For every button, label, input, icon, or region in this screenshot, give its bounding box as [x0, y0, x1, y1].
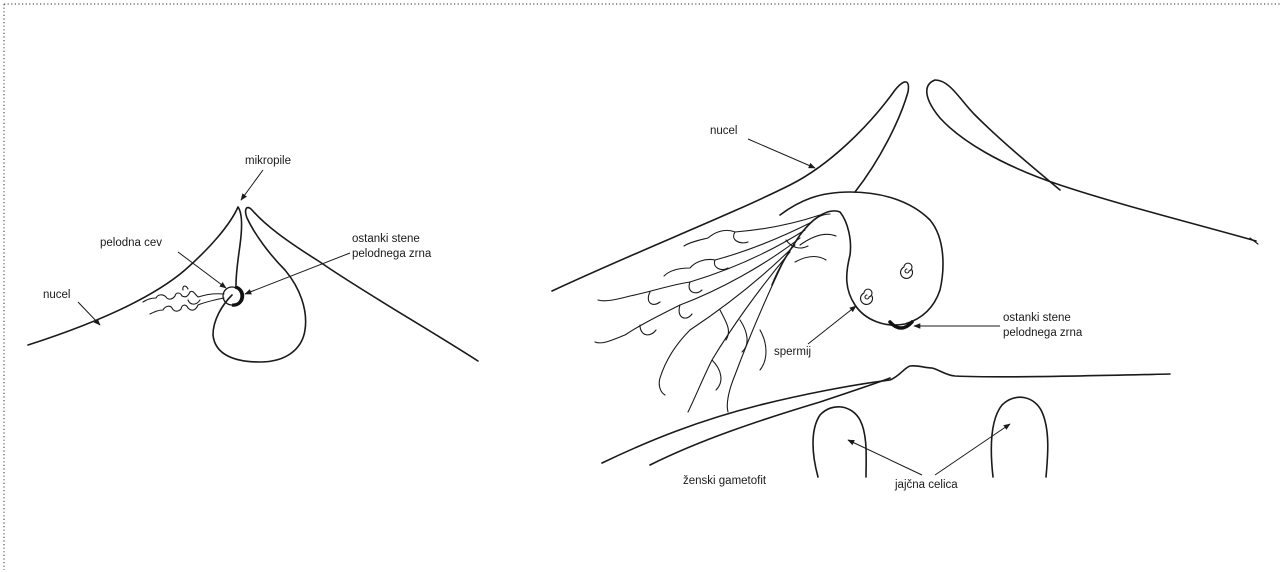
- left-label-pelodna-cev: pelodna cev: [100, 237, 162, 249]
- right-label-ostanki-line2: pelodnega zrna: [1003, 327, 1083, 339]
- right-label-nucel: nucel: [710, 125, 738, 137]
- right-egg-cell-left: [813, 407, 866, 477]
- left-label-ostanki-line1: ostanki stene: [352, 233, 420, 245]
- right-lower-curve: [650, 378, 890, 465]
- right-label-jajcna-celica: jajčna celica: [894, 479, 958, 491]
- right-label-spermij: spermij: [774, 346, 811, 358]
- right-nucellus-right-lobe: [927, 80, 1256, 241]
- right-arrow-spermij: [808, 306, 856, 344]
- left-arrow-mikropile: [241, 170, 263, 200]
- right-arrow-nucel: [748, 139, 815, 168]
- right-egg-cell-right: [991, 397, 1047, 477]
- right-panel: nucel ostanki stene pelodnega zrna sperm…: [552, 80, 1258, 491]
- right-label-ostanki-line1: ostanki stene: [1003, 312, 1071, 324]
- right-pollen-tubes: [595, 214, 836, 412]
- left-panel: mikropile pelodna cev ostanki stene pelo…: [28, 155, 478, 362]
- left-label-mikropile: mikropile: [245, 155, 291, 167]
- right-sperm-cells: [861, 263, 913, 304]
- right-arrow-jajcna-right: [935, 424, 1010, 475]
- left-pollen-grain: [223, 287, 243, 305]
- figure-frame: [4, 4, 1281, 570]
- left-label-nucel: nucel: [43, 289, 71, 301]
- right-nucellus-left-lobe: [552, 82, 908, 291]
- right-arrow-jajcna-left: [848, 440, 922, 475]
- left-micropyle-wall: [213, 208, 478, 362]
- left-label-ostanki-line2: pelodnega zrna: [352, 248, 432, 260]
- left-arrow-nucel: [78, 302, 100, 325]
- right-label-zenski-gametofit: ženski gametofit: [683, 475, 767, 487]
- right-pollen-chamber: [772, 192, 943, 325]
